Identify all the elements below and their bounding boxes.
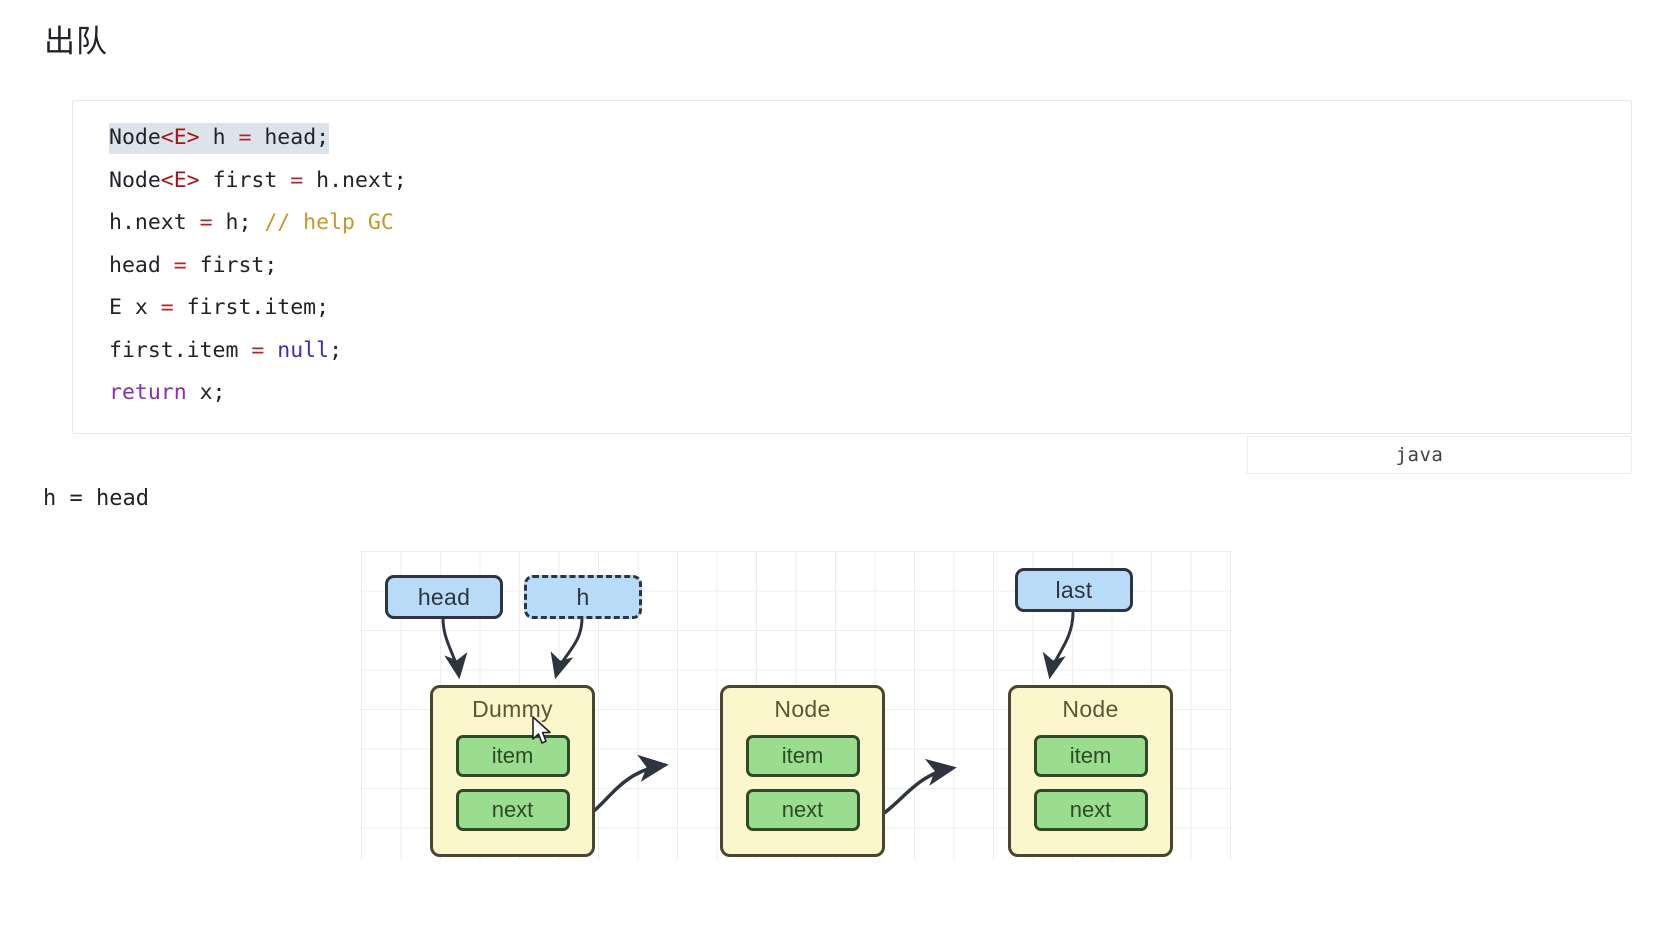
pointer-box-head-label: head bbox=[417, 583, 471, 610]
pointer-box-h[interactable]: h bbox=[524, 575, 642, 619]
node-dummy-field-item[interactable]: item bbox=[455, 735, 570, 777]
step-caption: h = head bbox=[43, 486, 149, 511]
code-line-1: Node<E> h = head; bbox=[73, 117, 1631, 160]
code-block: Node<E> h = head; Node<E> first = h.next… bbox=[72, 100, 1632, 434]
code-line-7: return x; bbox=[109, 380, 226, 405]
node-dummy[interactable]: Dummy item next bbox=[430, 685, 595, 857]
node-second[interactable]: Node item next bbox=[720, 685, 885, 857]
node-dummy-field-next[interactable]: next bbox=[455, 789, 570, 831]
node-third-field-item[interactable]: item bbox=[1033, 735, 1148, 777]
linked-list-diagram: head h last Dummy item next Node item ne… bbox=[360, 550, 1232, 860]
node-third-title: Node bbox=[1062, 696, 1119, 722]
code-line-5: E x = first.item; bbox=[109, 295, 330, 320]
node-second-title: Node bbox=[774, 696, 831, 722]
page-title: 出队 bbox=[44, 24, 108, 59]
code-line-6: first.item = null; bbox=[109, 337, 343, 363]
pointer-box-h-label: h bbox=[576, 583, 590, 610]
node-second-field-next[interactable]: next bbox=[745, 789, 860, 831]
code-language-label: java bbox=[1395, 444, 1444, 466]
pointer-box-last-label: last bbox=[1055, 576, 1093, 603]
pointer-box-last[interactable]: last bbox=[1015, 568, 1133, 612]
code-line-2: Node<E> first = h.next; bbox=[109, 167, 407, 193]
arrow-h-to-dummy bbox=[550, 617, 584, 680]
arrow-head-to-dummy bbox=[441, 617, 468, 680]
node-dummy-title: Dummy bbox=[472, 696, 553, 722]
code-language-bar: java bbox=[1247, 436, 1632, 474]
node-third[interactable]: Node item next bbox=[1008, 685, 1173, 857]
node-second-field-item[interactable]: item bbox=[745, 735, 860, 777]
code-line-3: h.next = h; // help GC bbox=[109, 210, 394, 235]
code-line-4: head = first; bbox=[109, 252, 278, 278]
arrow-last-to-node3 bbox=[1042, 611, 1075, 680]
pointer-box-head[interactable]: head bbox=[385, 575, 503, 619]
node-third-field-next[interactable]: next bbox=[1033, 789, 1148, 831]
